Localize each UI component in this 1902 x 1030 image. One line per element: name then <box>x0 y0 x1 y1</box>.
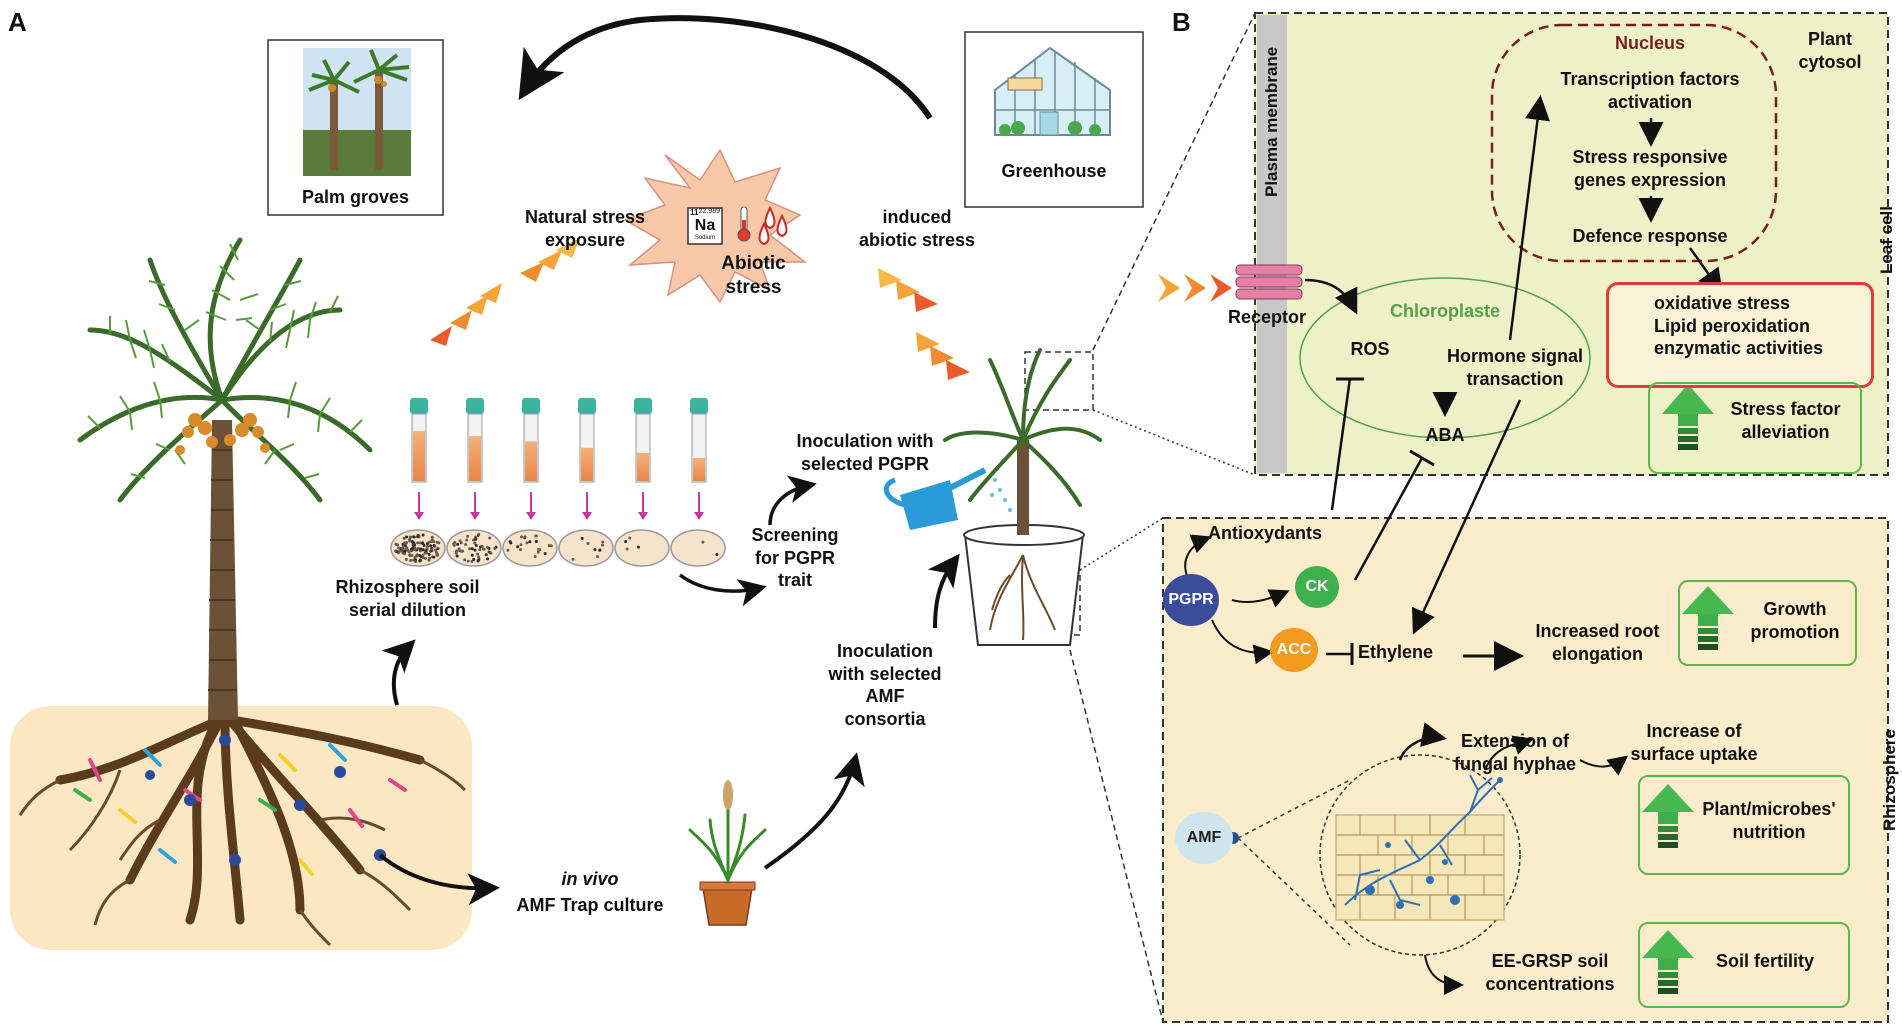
growth-box <box>1678 580 1857 666</box>
increase-arrow-icon <box>1642 784 1694 848</box>
petri-dish-icon <box>558 529 614 567</box>
zoom-box-leaf <box>1024 351 1094 411</box>
sodium-element-box <box>687 207 723 245</box>
inoculation-pgpr-label: Inoculation with selected PGPR <box>796 431 934 474</box>
stress-alleviation-box <box>1648 382 1862 474</box>
oxidative-label: oxidative stress Lipid peroxidation enzy… <box>1654 293 1824 358</box>
petri-dish-icon <box>670 529 726 567</box>
induced-stress-label: induced abiotic stress <box>858 207 976 250</box>
test-tubes-icon <box>410 398 708 520</box>
element-number: 11 <box>690 208 699 217</box>
root-elongation-label: Increased root elongation <box>1535 621 1660 664</box>
plant-cytosol-label: Plant cytosol <box>1798 29 1862 72</box>
stress-arrows-left-icon <box>430 238 580 346</box>
greenhouse-icon <box>994 46 1111 136</box>
chloroplast-outline <box>1299 277 1591 439</box>
petri-dish-icon <box>390 529 446 567</box>
soil-fertility-label: Soil fertility <box>1715 951 1814 971</box>
watering-can-icon <box>883 467 1012 530</box>
signal-arrows-icon <box>1158 274 1232 302</box>
test-tube-icon <box>410 398 428 520</box>
screening-label: Screening for PGPR trait <box>751 525 839 590</box>
defence-label: Defence response <box>1572 226 1728 246</box>
increase-arrow-icon <box>1642 930 1694 994</box>
trap-culture-italic-label: in vivo <box>561 869 619 889</box>
palm-groves-photo <box>303 48 411 176</box>
abiotic-stress-label: Abiotic stress <box>721 253 786 298</box>
growth-label: Growth promotion <box>1750 599 1840 642</box>
thermometer-icon <box>737 206 751 242</box>
nutrition-box <box>1638 775 1850 875</box>
soil-fertility-box <box>1638 922 1850 1008</box>
soil-block <box>10 706 472 950</box>
stress-alleviation-label: Stress factor alleviation <box>1730 399 1841 442</box>
amf-bubble: AMF <box>1175 812 1233 864</box>
hyphae-label: Extension of fungal hyphae <box>1453 731 1576 774</box>
petri-dish-icon <box>446 529 502 567</box>
ck-bubble: CK <box>1295 566 1339 608</box>
receptor-icon <box>1235 264 1303 300</box>
trap-culture-pot-icon <box>688 780 767 926</box>
petri-dish-icon <box>502 529 558 567</box>
receptor-label: Receptor <box>1227 307 1307 327</box>
acc-bubble: ACC <box>1270 628 1318 672</box>
potted-palm-icon <box>943 348 1102 646</box>
test-tube-icon <box>634 398 652 520</box>
petri-dishes-icon <box>390 529 726 567</box>
element-name: Sodium <box>694 235 716 241</box>
hormone-label: Hormone signal transaction <box>1446 346 1584 389</box>
trap-culture-label: AMF Trap culture <box>516 895 664 915</box>
natural-stress-label: Natural stress exposure <box>524 207 646 250</box>
increase-arrow-icon <box>1662 384 1714 450</box>
transcription-label: Transcription factors activation <box>1560 69 1740 112</box>
plasma-membrane-label: Plasma membrane <box>1262 46 1281 197</box>
chloroplaste-label: Chloroplaste <box>1389 301 1500 321</box>
leaf-cell-label: Leaf cell <box>1877 205 1896 275</box>
rhizosphere-dilution-label: Rhizosphere soil serial dilution <box>335 577 480 620</box>
element-mass: 22.989 <box>698 208 720 215</box>
test-tube-icon <box>466 398 484 520</box>
stress-genes-label: Stress responsive genes expression <box>1572 147 1728 190</box>
palm-groves-label: Palm groves <box>301 187 410 207</box>
surface-uptake-label: Increase of surface uptake <box>1630 721 1758 764</box>
test-tube-icon <box>522 398 540 520</box>
ethylene-label: Ethylene <box>1358 642 1434 662</box>
increase-arrow-icon <box>1682 586 1734 650</box>
root-cells-icon <box>1335 774 1505 921</box>
test-tube-icon <box>578 398 596 520</box>
aba-label: ABA <box>1425 425 1465 445</box>
greenhouse-label: Greenhouse <box>1001 161 1107 181</box>
element-symbol: Na <box>694 217 716 234</box>
ros-label: ROS <box>1350 339 1390 359</box>
panel-letter-b: B <box>1172 7 1191 37</box>
panel-letter-a: A <box>8 7 27 37</box>
test-tube-icon <box>690 398 708 520</box>
rhizosphere-label: Rhizosphere <box>1880 728 1899 832</box>
plasma-membrane-band <box>1257 15 1287 473</box>
antioxydants-label: Antioxydants <box>1208 523 1323 543</box>
petri-dish-icon <box>614 529 670 567</box>
inoculation-amf-label: Inoculation with selected AMF consortia <box>828 641 942 729</box>
grsp-label: EE-GRSP soil concentrations <box>1485 951 1615 994</box>
date-palm-icon <box>18 237 467 947</box>
nucleus-label: Nucleus <box>1614 33 1686 53</box>
drought-drops-icon <box>758 205 788 246</box>
stress-arrows-right-icon <box>878 268 970 380</box>
nutrition-label: Plant/microbes' nutrition <box>1702 799 1836 842</box>
oxidative-box <box>1606 282 1874 388</box>
nucleus-outline <box>1490 23 1778 263</box>
pgpr-bubble: PGPR <box>1163 574 1219 626</box>
